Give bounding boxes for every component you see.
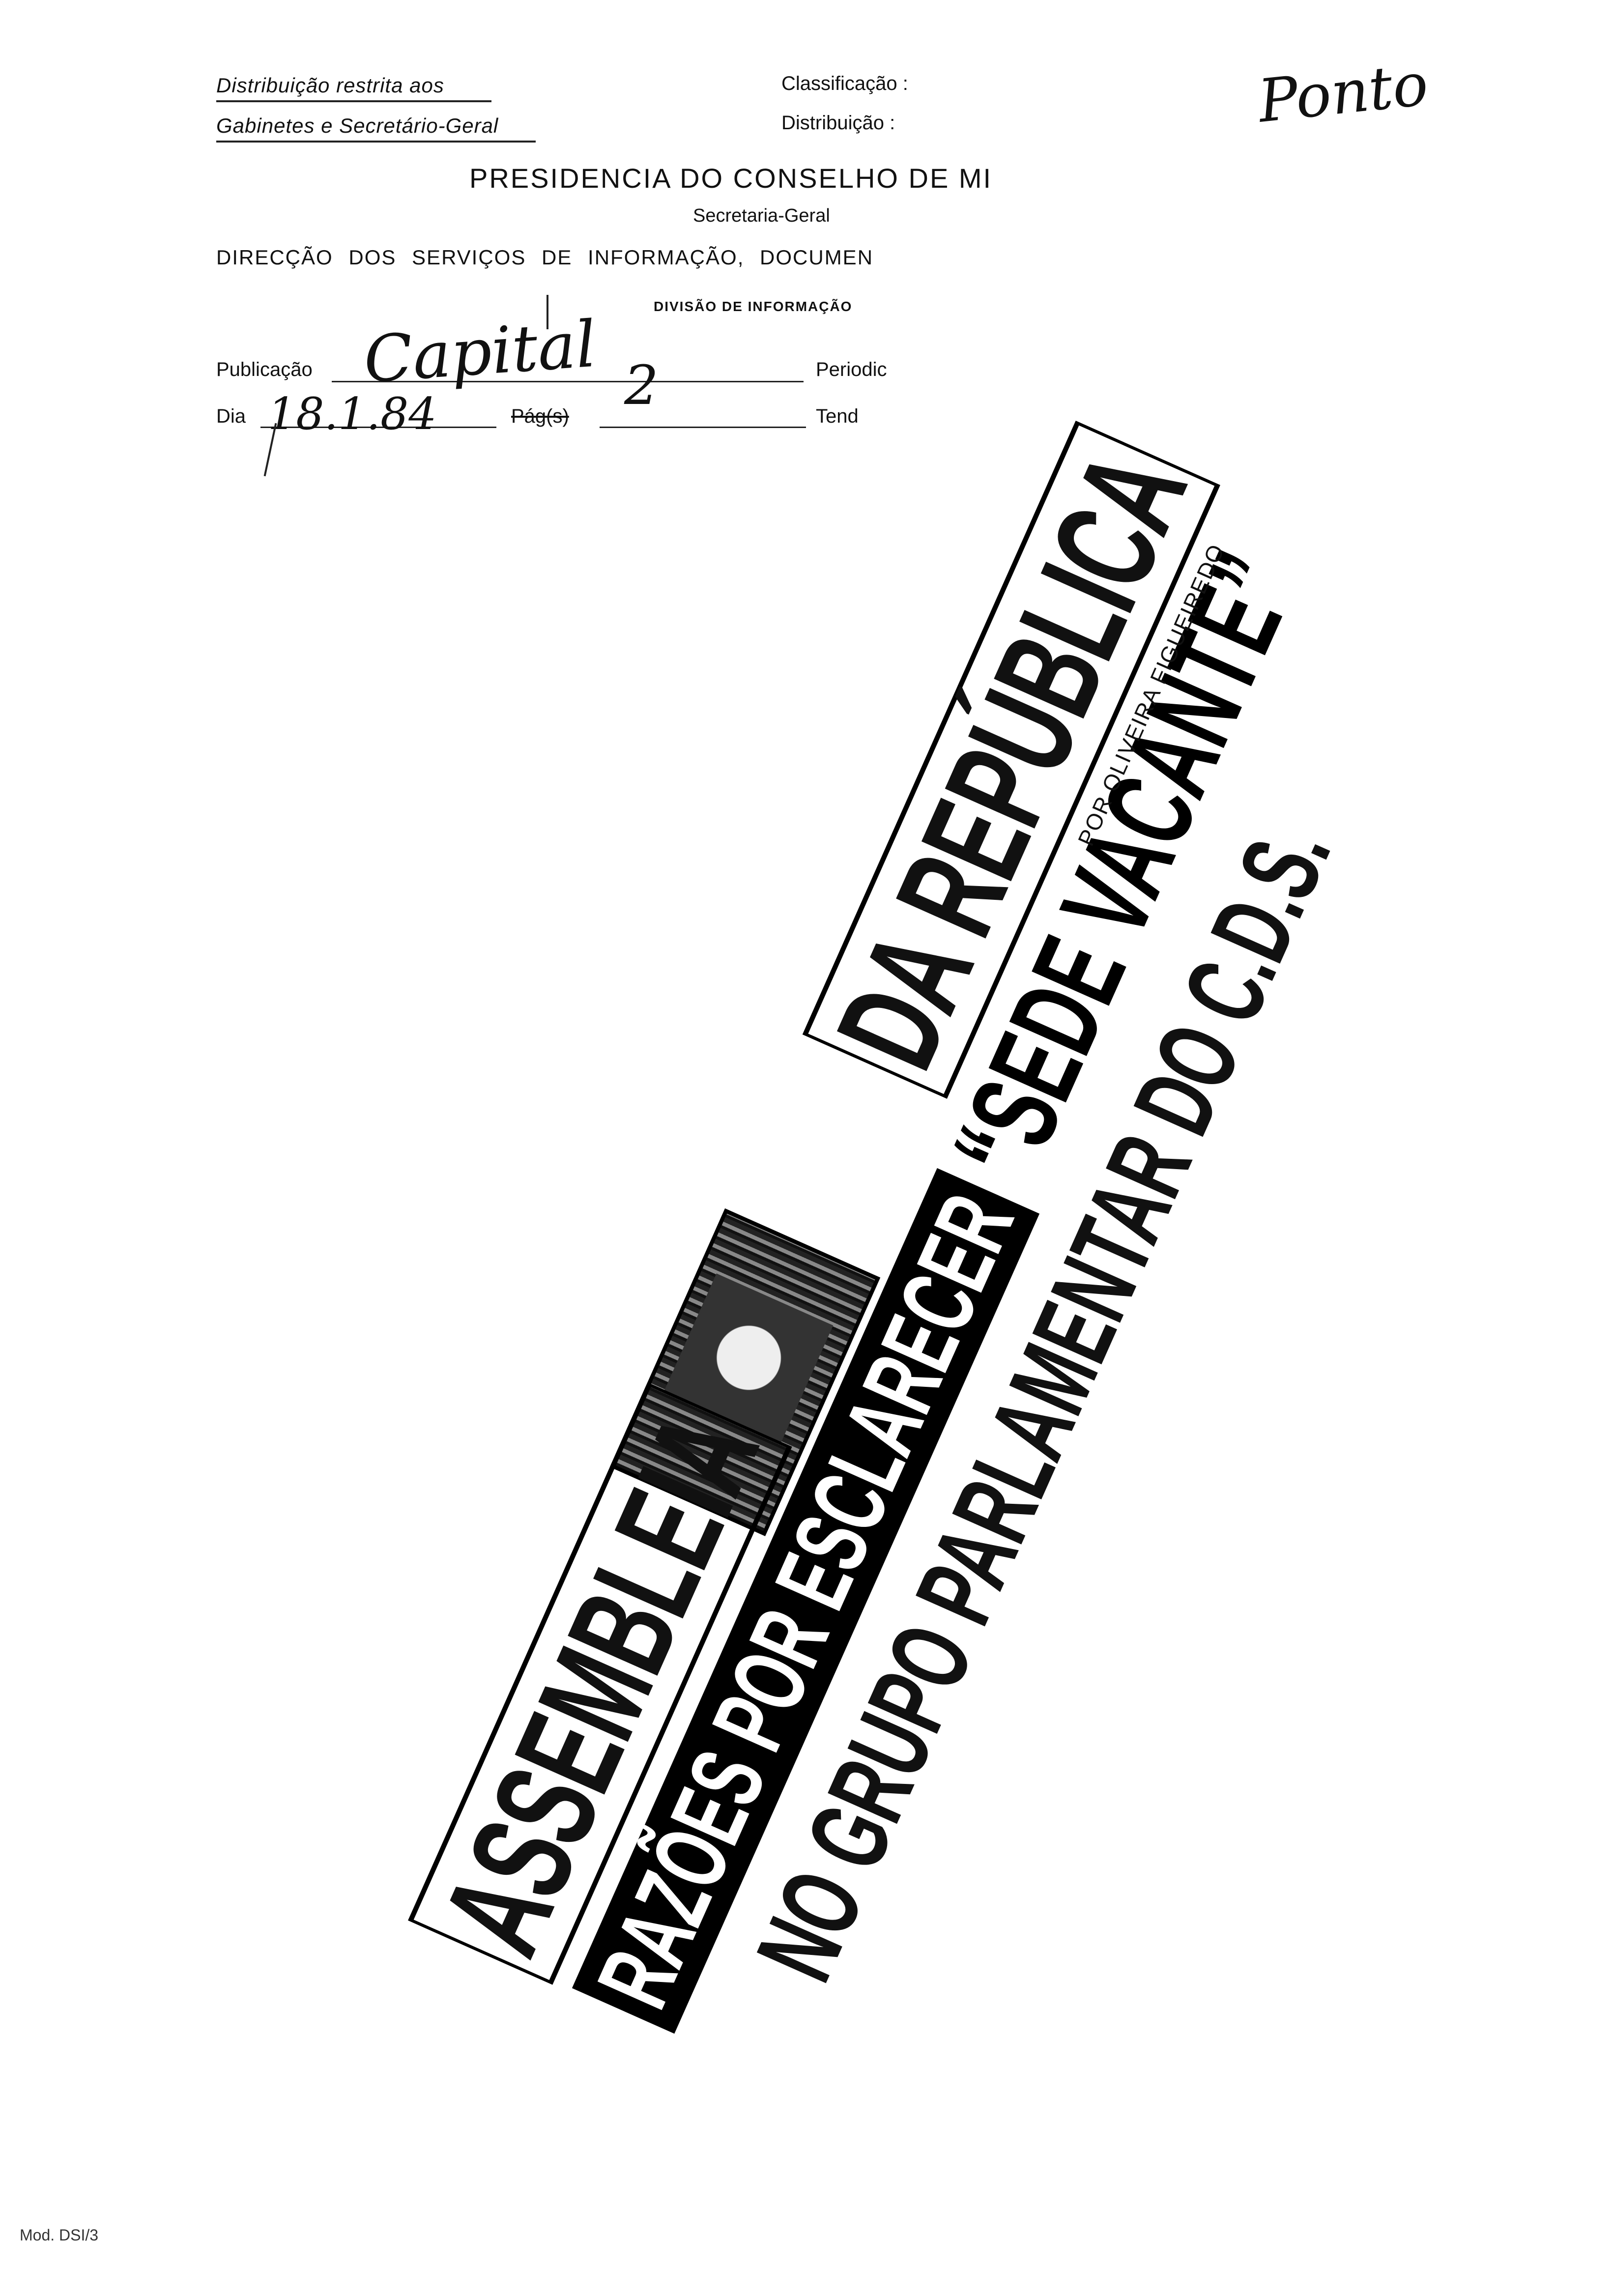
distribuicao-label: Distribuição :	[781, 112, 895, 134]
dia-handwritten-value: 18.1.84	[268, 388, 437, 440]
publicacao-field-line	[332, 381, 804, 382]
division-title: DIVISÃO DE INFORMAÇÃO	[654, 299, 853, 314]
restricted-distribution-line-1: Distribuição restrita aos	[216, 74, 444, 97]
dia-field-line	[260, 427, 496, 428]
secretaria-geral: Secretaria-Geral	[693, 205, 830, 226]
handwritten-annotation: Ponto	[1255, 50, 1432, 136]
underline	[216, 141, 536, 143]
ministry-title: PRESIDENCIA DO CONSELHO DE MI	[469, 163, 993, 194]
pag-handwritten-value: 2	[624, 354, 659, 417]
newspaper-clipping: ASSEMBLEIADA REPÚBLICA RAZÕES POR ESCLAR…	[408, 394, 1519, 2113]
periodicidade-label: Periodic	[816, 359, 887, 380]
pag-field-line	[600, 427, 806, 428]
classificacao-label: Classificação :	[781, 73, 908, 94]
pen-stroke	[547, 295, 548, 329]
publicacao-label: Publicação	[216, 359, 313, 380]
department-title: DIRECÇÃO DOS SERVIÇOS DE INFORMAÇÃO, DOC…	[216, 246, 874, 269]
dia-label: Dia	[216, 405, 246, 427]
publicacao-handwritten-value: Capital	[361, 306, 599, 398]
restricted-distribution-line-2: Gabinetes e Secretário-Geral	[216, 114, 499, 137]
form-code: Mod. DSI/3	[20, 2226, 99, 2244]
tendencia-label: Tend	[816, 405, 859, 427]
pag-label: Pág(s)	[511, 405, 569, 427]
underline	[216, 100, 491, 102]
